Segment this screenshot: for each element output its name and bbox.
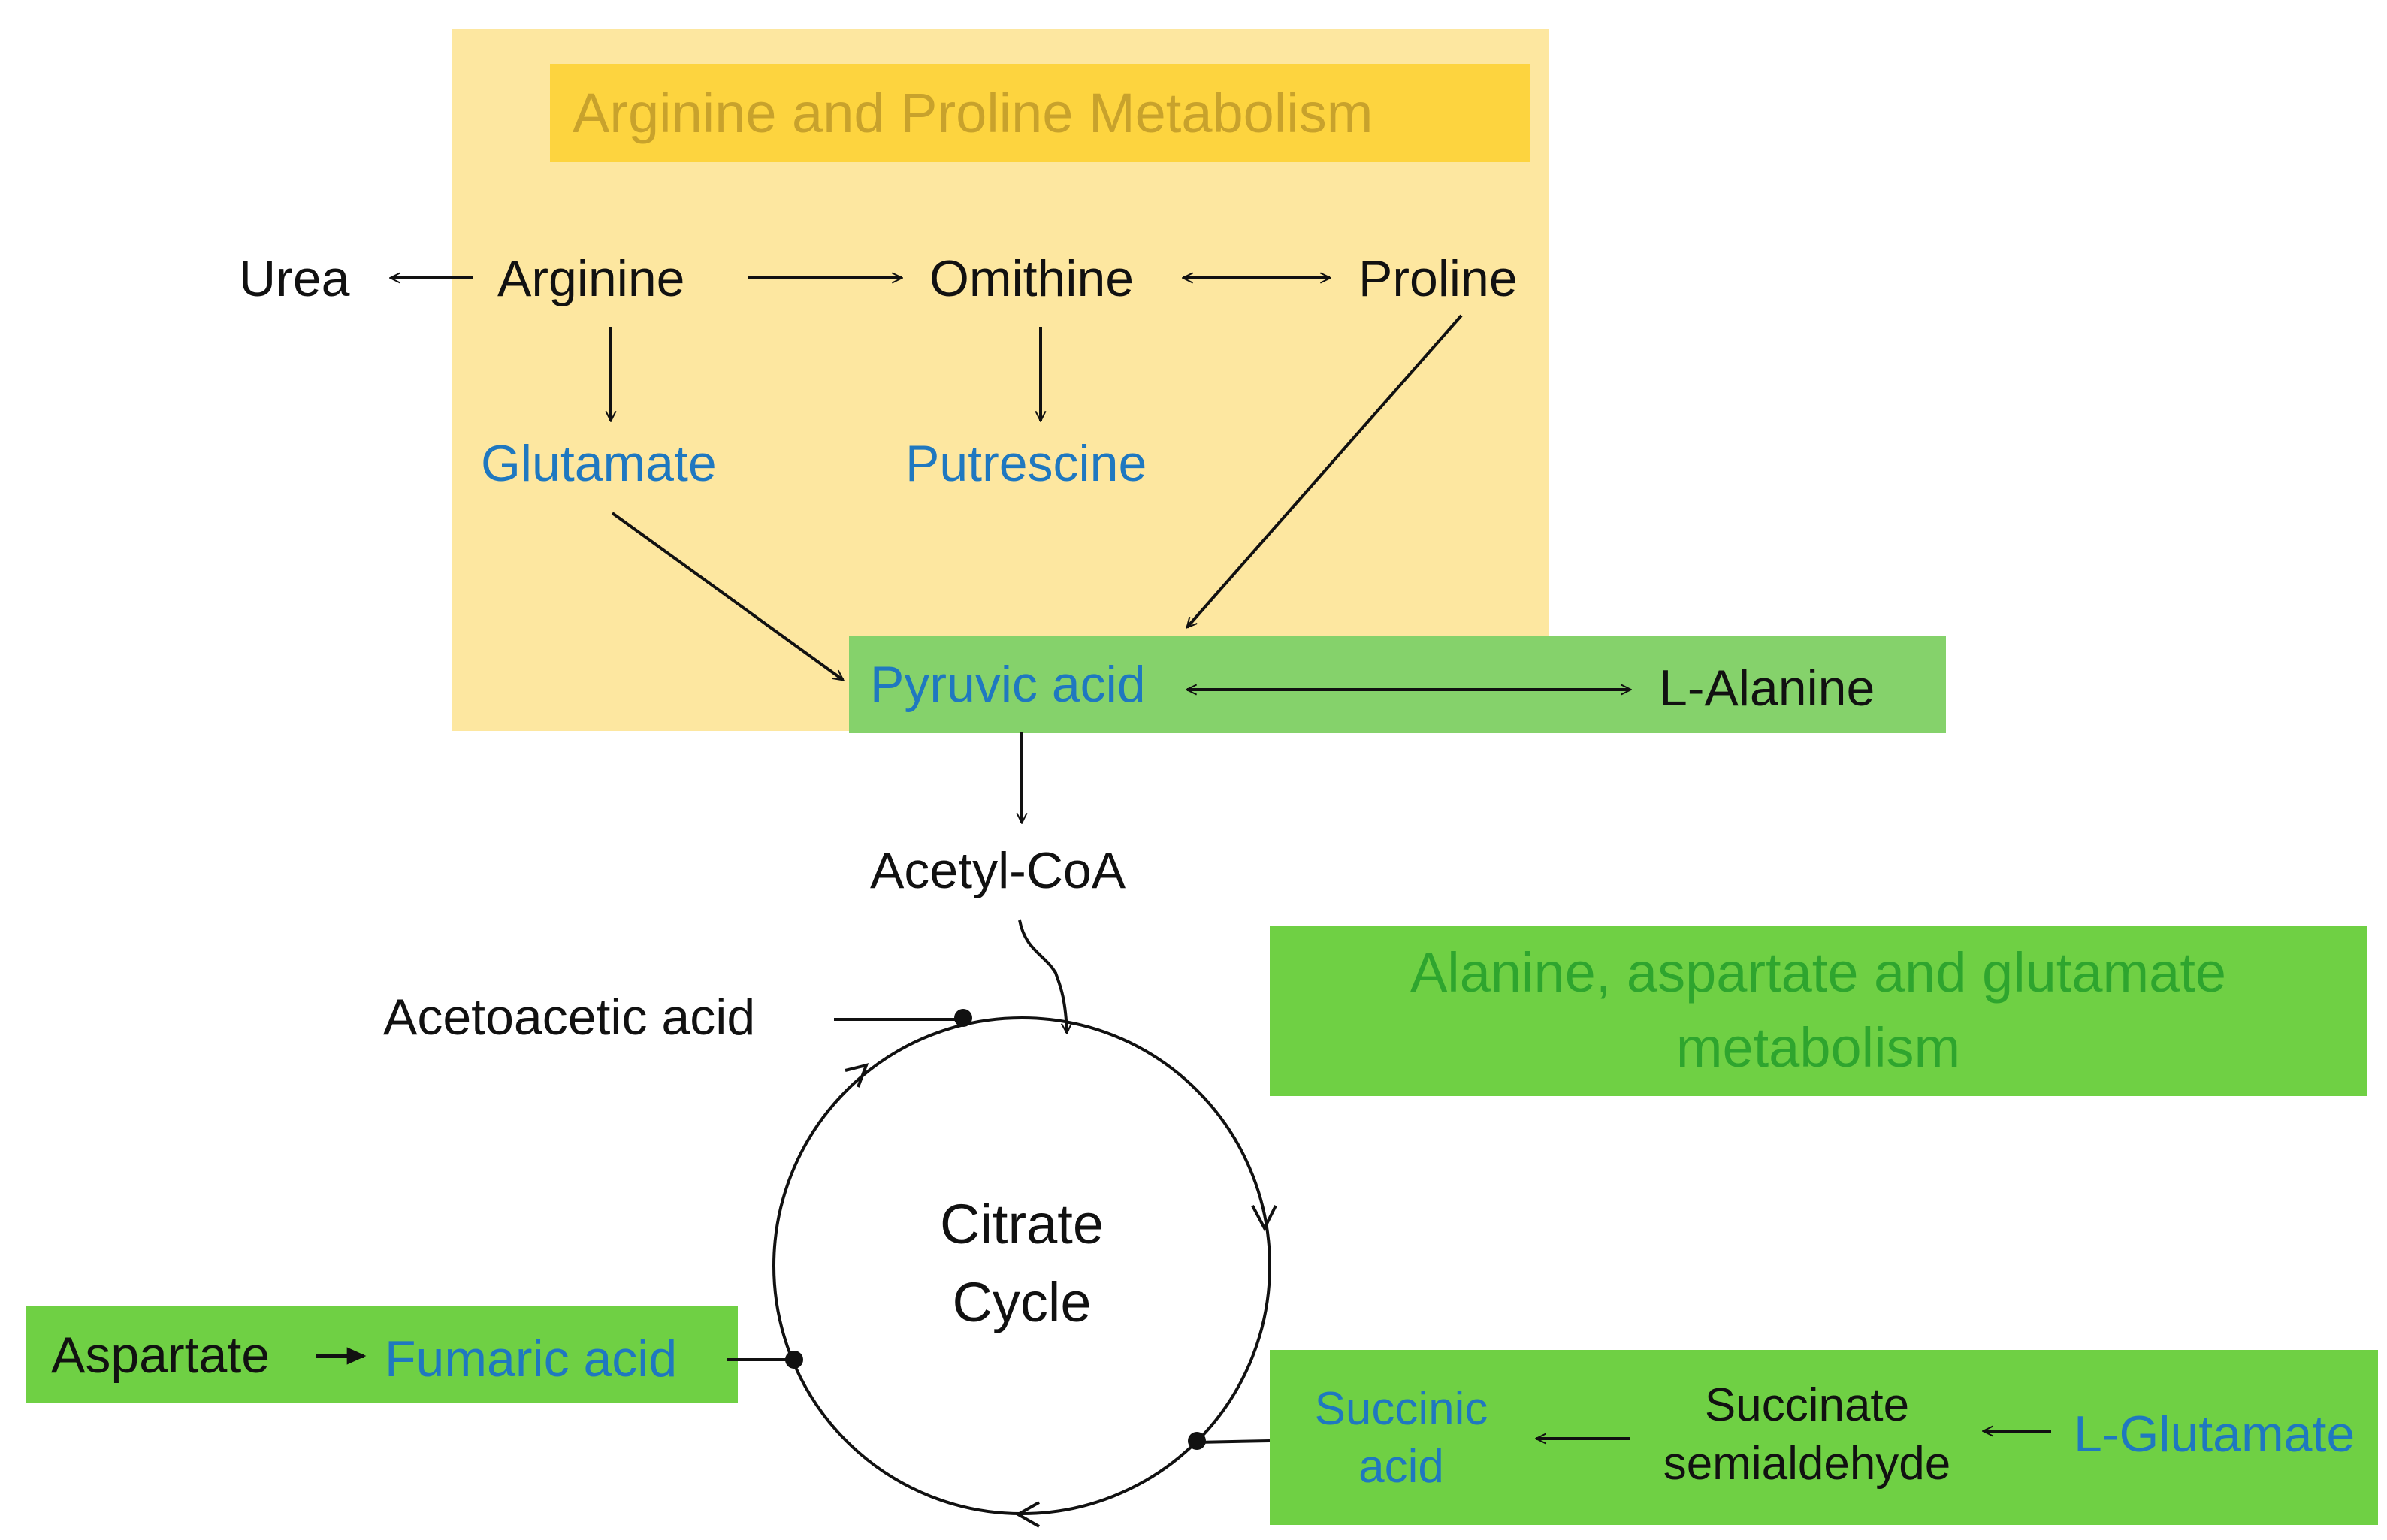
node-pyruvic-acid: Pyruvic acid [870, 656, 1146, 713]
cycle-arrowhead-right [1251, 1205, 1277, 1232]
node-aspartate: Aspartate [51, 1327, 270, 1384]
arrow-glutamate-to-pyruvic [611, 512, 843, 680]
node-succinate-semialdehyde-line1: Succinate [1704, 1379, 1910, 1431]
junction-dot-acetoacetic [954, 1009, 972, 1027]
aspartate-fumaric-box [26, 1306, 738, 1403]
node-l-alanine: L-Alanine [1659, 660, 1875, 717]
alanine-aspartate-title-box [1270, 926, 2367, 1096]
node-succinic-acid-line1: Succinic [1314, 1383, 1488, 1435]
alanine-aspartate-title-line2: metabolism [1675, 1016, 1961, 1079]
cycle-arrowhead-left [845, 1063, 869, 1088]
node-arginine: Arginine [497, 250, 685, 307]
arginine-proline-title: Arginine and Proline Metabolism [573, 82, 1373, 144]
cycle-arrowhead-bottom [1014, 1501, 1040, 1528]
node-proline: Proline [1358, 250, 1518, 307]
node-succinate-semialdehyde-line2: semialdehyde [1663, 1438, 1951, 1490]
arrow-proline-to-pyruvic [1187, 314, 1463, 627]
arrow-cycle-to-succinic [1196, 1439, 1271, 1444]
node-acetyl-coa: Acetyl-CoA [870, 842, 1126, 899]
node-fumaric-acid: Fumaric acid [385, 1330, 678, 1388]
node-ornithine: Omithine [929, 250, 1135, 307]
junction-dot-succinic [1188, 1432, 1206, 1450]
citrate-cycle-label-line2: Cycle [952, 1271, 1092, 1333]
succinic-glutamate-box [1270, 1350, 2378, 1525]
arrow-acetylcoa-to-cycle [1018, 919, 1067, 1033]
node-glutamate: Glutamate [481, 435, 717, 492]
arginine-proline-title-bar [550, 64, 1530, 162]
node-l-glutamate: L-Glutamate [2074, 1406, 2355, 1463]
alanine-aspartate-title-line1: Alanine, aspartate and glutamate [1410, 941, 2227, 1004]
node-putrescine: Putrescine [905, 435, 1147, 492]
node-urea: Urea [239, 250, 350, 307]
node-acetoacetic-acid: Acetoacetic acid [383, 989, 756, 1046]
junction-dot-fumaric [785, 1351, 803, 1369]
citrate-cycle-label-line1: Citrate [940, 1193, 1104, 1255]
node-succinic-acid-line2: acid [1358, 1441, 1444, 1493]
